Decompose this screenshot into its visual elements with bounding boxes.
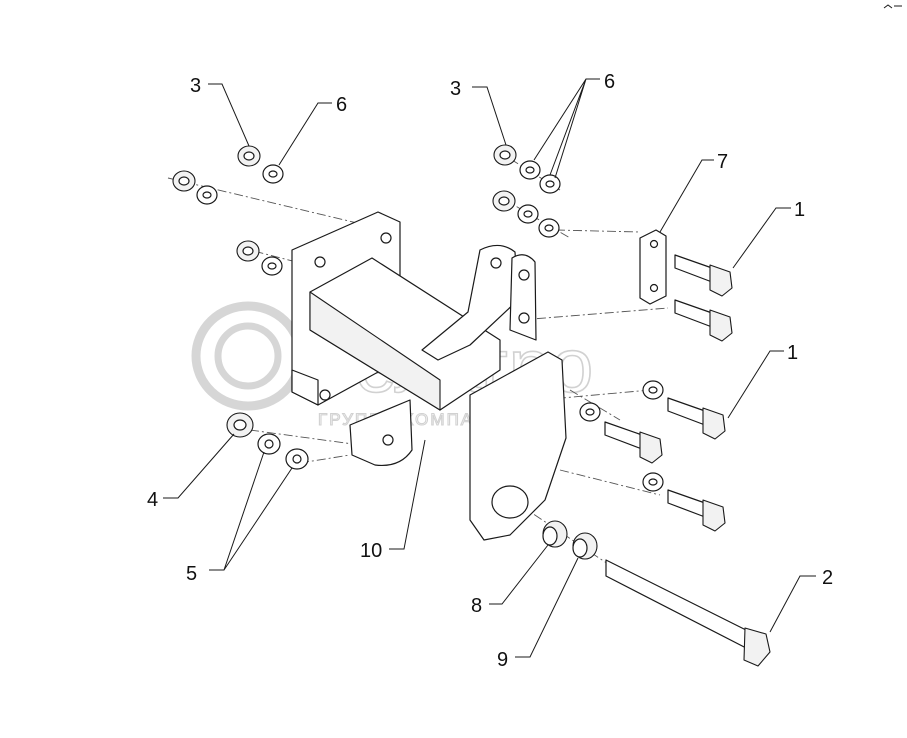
nut bbox=[493, 144, 517, 166]
bushing bbox=[542, 520, 568, 548]
corner-mark bbox=[883, 4, 902, 9]
upper-lug bbox=[421, 244, 519, 361]
nut bbox=[172, 170, 196, 192]
fasteners bbox=[172, 144, 664, 492]
lower-tab bbox=[349, 399, 413, 467]
leader-lines bbox=[163, 78, 816, 658]
callout-3-left: 3 bbox=[190, 75, 201, 97]
watermark-logo-outer bbox=[191, 301, 305, 411]
pivot-hole bbox=[491, 485, 529, 519]
washer bbox=[262, 164, 284, 184]
bolt-shank bbox=[604, 421, 643, 450]
tube-side bbox=[309, 291, 441, 411]
callout-7: 7 bbox=[717, 151, 728, 173]
washer bbox=[285, 448, 309, 470]
callout-6-right: 6 bbox=[604, 71, 615, 93]
callout-10: 10 bbox=[360, 540, 382, 562]
callout-1-upper: 1 bbox=[794, 199, 805, 221]
nut bbox=[492, 190, 516, 212]
callout-5: 5 bbox=[186, 563, 197, 585]
right-plate bbox=[469, 351, 567, 541]
washer bbox=[257, 433, 281, 455]
bolts bbox=[604, 254, 733, 532]
callouts: 3 6 3 6 7 1 1 2 4 5 8 9 10 bbox=[147, 71, 833, 671]
callout-1-lower: 1 bbox=[787, 342, 798, 364]
bolt-head bbox=[702, 407, 726, 440]
long-bolt bbox=[605, 559, 771, 667]
nut bbox=[236, 240, 260, 262]
bolt-shank bbox=[667, 397, 706, 426]
bolt-head bbox=[709, 309, 733, 342]
callout-8: 8 bbox=[471, 595, 482, 617]
castle-nut bbox=[572, 532, 598, 560]
washer bbox=[517, 204, 539, 224]
callout-6-left: 6 bbox=[336, 94, 347, 116]
clamp-plate bbox=[639, 229, 667, 305]
washer bbox=[579, 402, 601, 422]
left-flange-edge bbox=[291, 369, 319, 406]
upper-lug-side bbox=[509, 254, 537, 341]
washer bbox=[642, 472, 664, 492]
bolt-head bbox=[709, 264, 733, 297]
washer bbox=[519, 160, 541, 180]
main-bracket bbox=[291, 211, 567, 541]
callout-4: 4 bbox=[147, 489, 158, 511]
washer bbox=[538, 218, 560, 238]
callout-2: 2 bbox=[822, 567, 833, 589]
watermark-logo-inner bbox=[214, 322, 282, 390]
callout-3-right: 3 bbox=[450, 78, 461, 100]
bolt-head bbox=[639, 431, 663, 464]
washer bbox=[261, 256, 283, 276]
washer bbox=[539, 174, 561, 194]
bolt-head bbox=[702, 499, 726, 532]
nut bbox=[226, 412, 254, 438]
callout-9: 9 bbox=[497, 649, 508, 671]
bolt-shank bbox=[674, 299, 713, 328]
bolt-shank bbox=[674, 254, 713, 283]
washer bbox=[642, 380, 664, 400]
nut bbox=[237, 145, 261, 167]
bolt-shank bbox=[667, 489, 706, 518]
washer bbox=[196, 185, 218, 205]
